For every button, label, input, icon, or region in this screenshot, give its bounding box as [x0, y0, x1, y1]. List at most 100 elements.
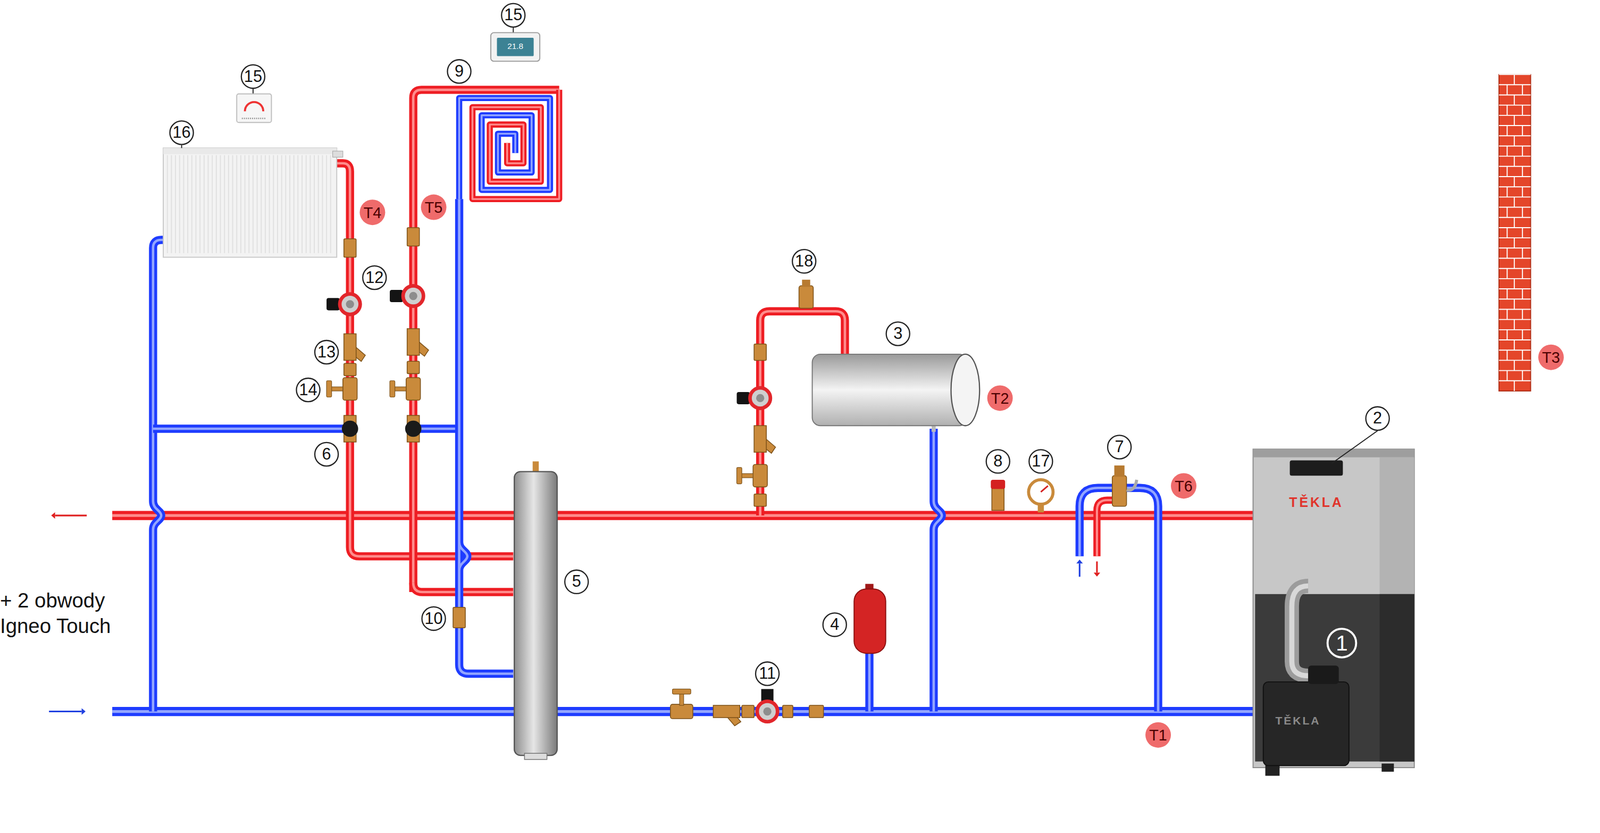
pipe-body	[112, 510, 1258, 520]
mortar-joint	[1521, 349, 1523, 360]
mortar-joint	[1513, 74, 1515, 85]
supply-pipe	[336, 163, 514, 557]
gauge-needle	[1040, 485, 1048, 492]
mortar-joint	[1498, 267, 1531, 270]
vent-body	[799, 285, 814, 308]
pipe-fitting	[407, 227, 420, 247]
radiator-fin	[256, 155, 258, 254]
mortar-joint	[1521, 207, 1523, 218]
mortar-joint	[1498, 247, 1531, 249]
mortar-joint	[1506, 105, 1508, 116]
callout-number: 1	[1335, 632, 1348, 654]
thermostat-body	[236, 94, 272, 123]
valve-cap	[990, 479, 1005, 489]
brand-logo: TĚKLA	[1288, 495, 1344, 509]
sensor-marker	[359, 199, 385, 225]
supply-pipe	[112, 514, 1258, 516]
radiator-fin	[220, 155, 222, 254]
return-pipe	[1079, 487, 1159, 711]
boiler-top	[1253, 448, 1415, 457]
pipe-body	[459, 97, 551, 199]
callout-number: 14	[298, 381, 317, 399]
radiator-fin	[170, 155, 172, 254]
radiator-fin	[199, 155, 201, 254]
valve-body	[1112, 475, 1127, 507]
separator-body	[514, 471, 558, 756]
callout-circle	[564, 570, 589, 594]
pipe-body	[1079, 487, 1159, 711]
mixing-valve	[341, 415, 359, 442]
callout-number: 6	[322, 446, 332, 463]
pipe-highlight	[336, 163, 514, 557]
radiator-fin	[174, 155, 177, 254]
mortar-joint	[1521, 247, 1523, 258]
mortar-joint	[1498, 308, 1531, 311]
hydraulic-separator	[514, 461, 558, 759]
sensor-marker	[1170, 472, 1197, 499]
mortar-joint	[1521, 84, 1523, 95]
ball-valve	[326, 377, 358, 400]
boiler-casing	[1253, 448, 1415, 768]
sensor-tube	[1126, 479, 1137, 491]
radiator-fin	[321, 155, 323, 254]
display-reading: 21.8	[507, 43, 524, 52]
pipe-highlight	[459, 97, 551, 199]
room-thermostat	[490, 27, 540, 62]
thermostat-body	[490, 32, 540, 62]
valve-body	[752, 464, 768, 487]
mortar-joint	[1506, 166, 1508, 177]
mortar-joint	[1513, 359, 1515, 371]
mortar-joint	[1498, 84, 1531, 86]
mortar-joint	[1521, 125, 1523, 136]
radiator-fin	[272, 155, 274, 254]
callout-number: 17	[1031, 453, 1050, 470]
callout-circle	[823, 612, 847, 636]
pipe-highlight	[153, 427, 350, 431]
sensor-label: T3	[1542, 349, 1561, 365]
valve-body	[991, 487, 1004, 510]
mortar-joint	[1521, 268, 1523, 279]
mortar-joint	[1513, 135, 1515, 146]
mortar-joint	[1506, 370, 1508, 381]
return-pipe	[933, 428, 942, 712]
pipe-highlight	[112, 514, 1258, 517]
chimney-wall	[1498, 74, 1531, 391]
callout-circle	[1107, 434, 1132, 459]
mortar-joint	[1513, 278, 1515, 289]
mortar-joint	[1506, 247, 1508, 258]
pipe-fitting	[809, 705, 824, 718]
pipe-body	[1096, 499, 1120, 557]
callout-circle	[296, 378, 320, 402]
callout-circle	[362, 265, 387, 290]
thermal-valve	[1112, 465, 1137, 507]
mortar-joint	[1513, 237, 1515, 248]
sensor-label: T5	[424, 199, 443, 215]
arrow-head	[1093, 572, 1101, 577]
pressure-gauge	[1028, 479, 1053, 513]
pipe-fitting	[782, 705, 793, 718]
mortar-joint	[1513, 94, 1515, 105]
tank-body	[812, 354, 968, 426]
valve-stem	[394, 386, 407, 391]
note-text: + 2 obwody Igneo Touch	[0, 587, 128, 639]
room-thermostat	[236, 88, 272, 123]
mortar-joint	[1506, 186, 1508, 197]
return-pipe	[153, 428, 350, 430]
callout-number: 12	[365, 269, 384, 287]
sensor-marker	[1538, 344, 1564, 371]
mortar-joint	[1521, 105, 1523, 116]
radiator-fin	[240, 155, 242, 254]
mortar-joint	[1521, 308, 1523, 320]
pipe-highlight	[868, 652, 871, 711]
boiler-foot	[1381, 763, 1394, 772]
pump-body	[339, 294, 360, 315]
valve-body	[342, 377, 358, 400]
sensor-marker	[421, 194, 447, 221]
callout-circle	[241, 64, 265, 89]
pump-hub	[756, 394, 765, 402]
thermostat-screen	[497, 37, 534, 57]
mortar-joint	[1498, 206, 1531, 208]
pipe-fitting	[344, 238, 357, 258]
separator-vent	[532, 461, 540, 472]
strainer-body	[713, 705, 740, 718]
